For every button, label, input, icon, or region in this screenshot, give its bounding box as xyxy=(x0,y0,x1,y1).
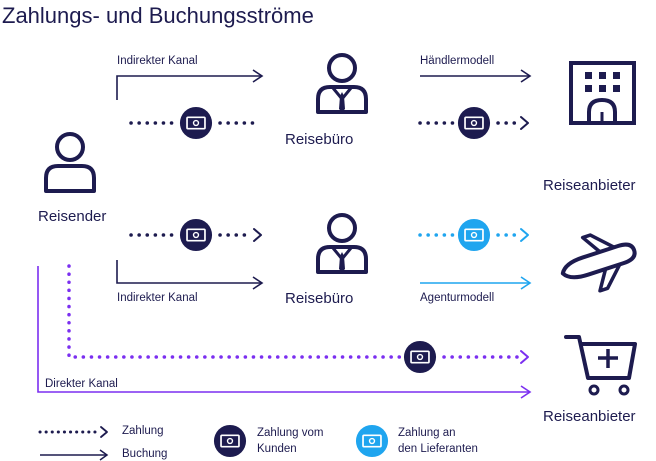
payment-arrowhead-top-agency xyxy=(520,116,529,130)
legend-customer-payment-line1: Zahlung vom xyxy=(257,427,323,439)
booking-arrow-haendlermodell xyxy=(420,69,532,83)
money-bill-icon xyxy=(355,424,389,458)
legend-supplier-payment-line1: Zahlung an xyxy=(398,427,456,439)
money-bill-icon xyxy=(403,340,437,374)
edge-label-agenturmodell: Agenturmodell xyxy=(420,292,494,304)
traveler-label: Reisender xyxy=(38,208,106,225)
money-bill-icon xyxy=(213,424,247,458)
person-icon xyxy=(44,132,96,193)
hotel-building-icon xyxy=(569,61,636,125)
agency-node-top: Reisebüro xyxy=(285,53,368,148)
booking-arrow-indirect-mid xyxy=(116,260,264,290)
legend-booking-arrowhead xyxy=(99,449,109,461)
provider-label-top: Reiseanbieter xyxy=(543,177,636,194)
provider-label-bottom: Reiseanbieter xyxy=(543,408,636,425)
legend-supplier-payment-line2: den Lieferanten xyxy=(398,443,478,455)
payment-line-direct xyxy=(67,264,404,359)
payment-arrowhead-supplier xyxy=(520,228,529,242)
legend-booking-label: Buchung xyxy=(122,448,167,460)
legend-payment-arrowhead xyxy=(100,426,108,438)
payment-arrowhead-mid xyxy=(253,228,262,242)
money-bill-icon xyxy=(457,106,491,140)
booking-arrow-direct xyxy=(37,266,532,399)
booking-arrow-agenturmodell xyxy=(420,276,532,290)
agency-label-top: Reisebüro xyxy=(285,131,353,148)
shopping-cart-icon xyxy=(564,335,637,396)
payment-arrowhead-direct xyxy=(520,350,529,364)
edge-label-indirect-mid: Indirekter Kanal xyxy=(117,292,198,304)
money-bill-icon xyxy=(179,106,213,140)
businessman-icon xyxy=(316,53,368,114)
edge-label-direct: Direkter Kanal xyxy=(45,378,118,390)
legend-payment-label: Zahlung xyxy=(122,425,164,437)
agency-node-middle: Reisebüro xyxy=(285,213,368,307)
legend: Zahlung Buchung Zahlung vom Kunden Zahlu… xyxy=(38,424,478,461)
legend-customer-payment-line2: Kunden xyxy=(257,443,297,455)
money-bill-icon xyxy=(457,218,491,252)
businessman-icon xyxy=(316,213,368,274)
money-bill-icon xyxy=(179,218,213,252)
edge-label-haendlermodell: Händlermodell xyxy=(420,55,494,67)
diagram-title: Zahlungs- und Buchungsströme xyxy=(2,3,314,28)
booking-arrow-indirect-top xyxy=(116,69,264,100)
traveler-node: Reisender xyxy=(38,132,106,225)
edge-label-indirect-top: Indirekter Kanal xyxy=(117,55,198,67)
airplane-icon xyxy=(560,233,637,293)
agency-label-middle: Reisebüro xyxy=(285,290,353,307)
